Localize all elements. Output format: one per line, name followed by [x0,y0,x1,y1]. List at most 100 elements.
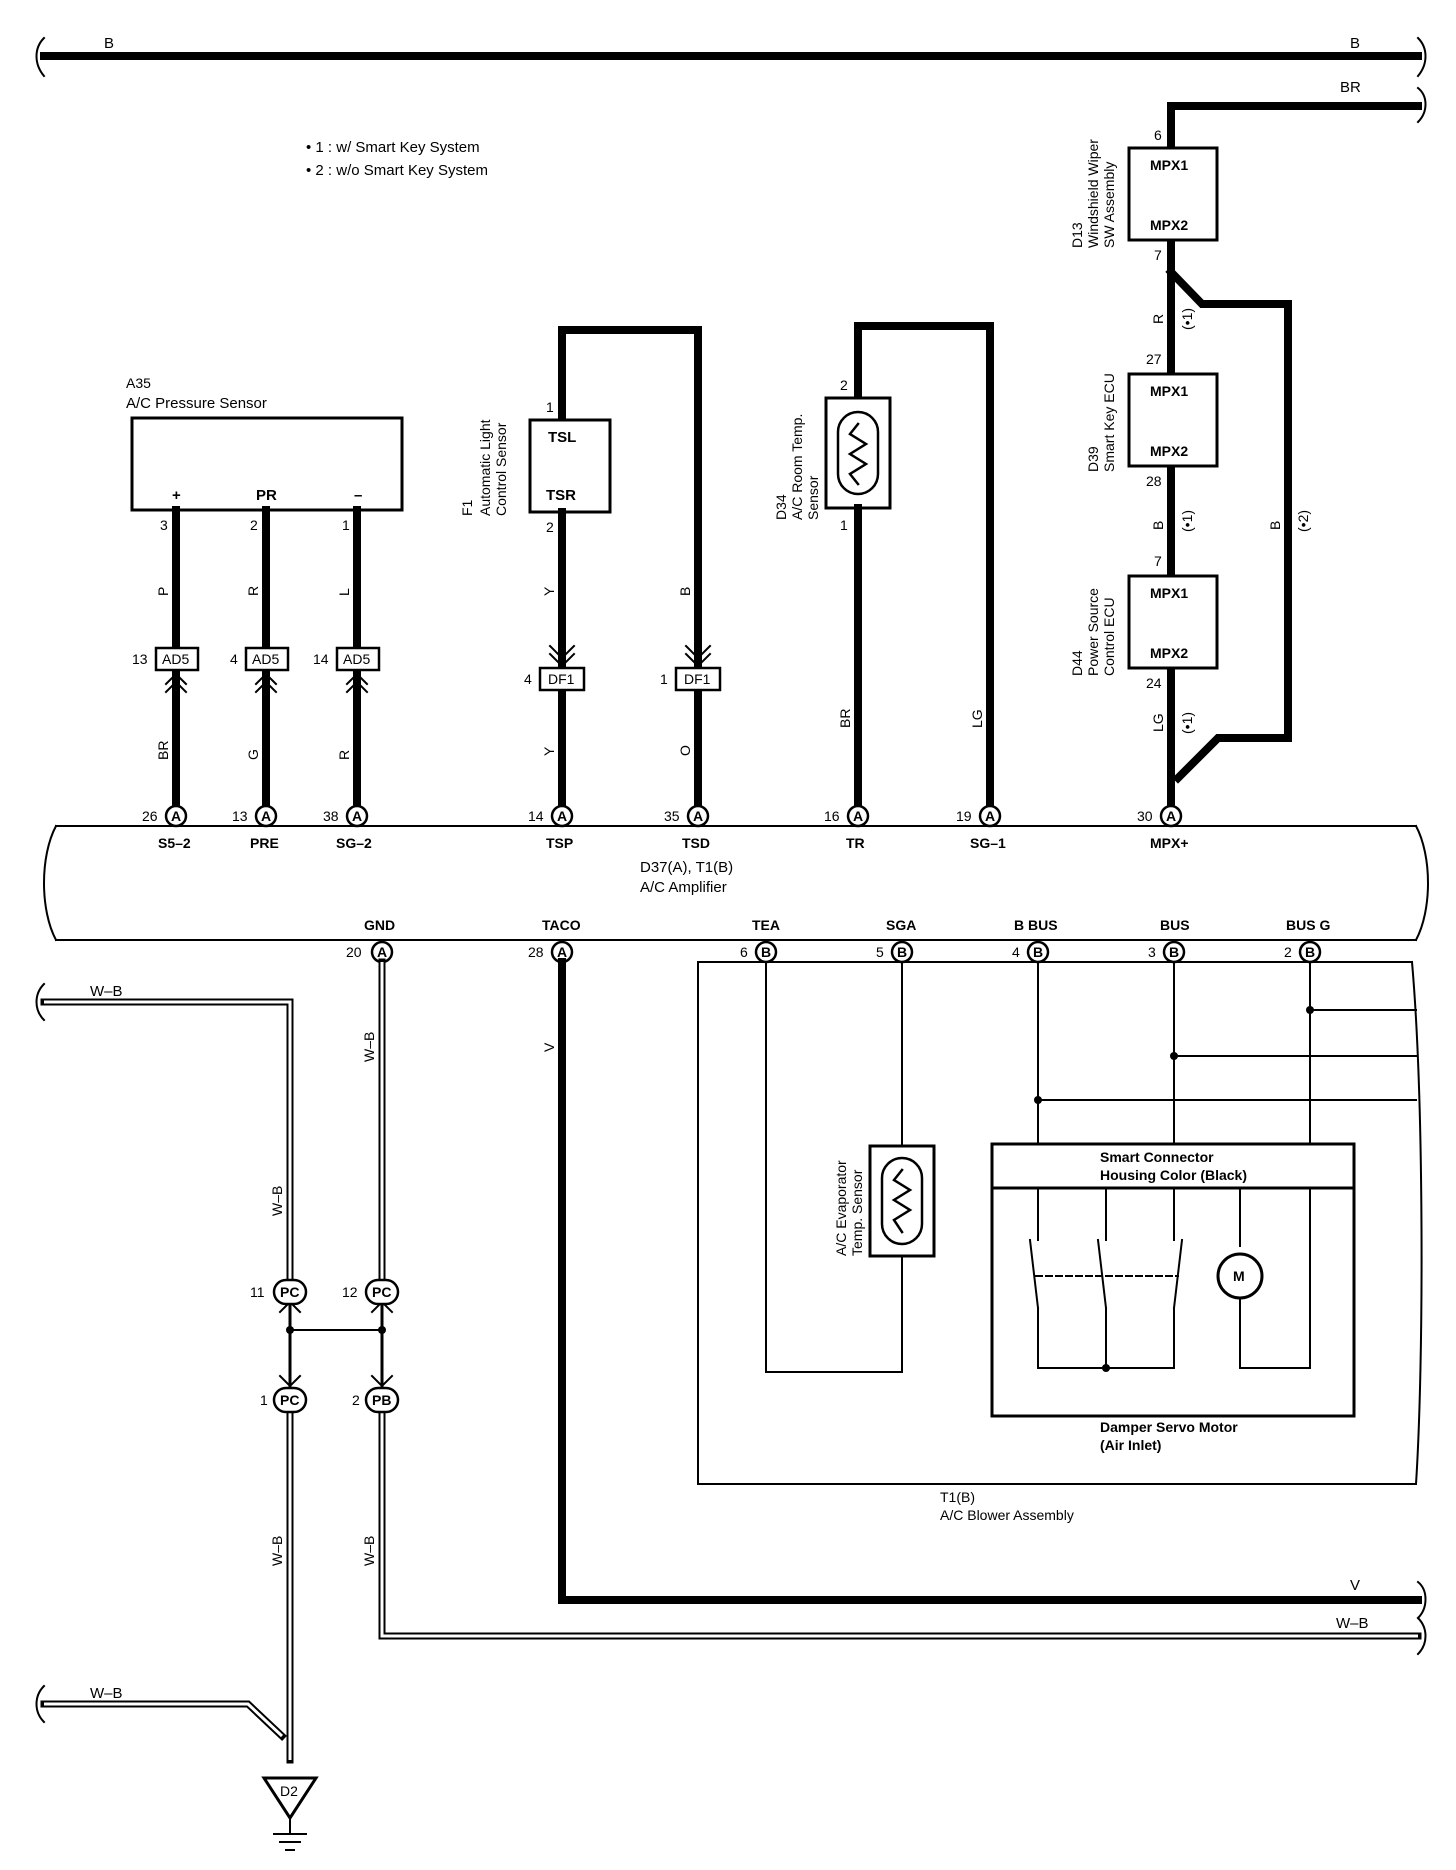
pin-mpx-num: 30 [1137,808,1153,824]
amplifier-outline [55,825,1417,941]
evap-name-line2: Temp. Sensor [849,1169,865,1256]
amplifier-bottom-pins: GND TACO TEA SGA B BUS BUS BUS G A A B B… [346,917,1330,964]
left-wb-label-top: W–B [90,983,123,1000]
a35-pin-label-plus: + [172,487,181,504]
df1-label-4: DF1 [548,671,575,687]
mpx-chain: MPX1 MPX2 MPX1 MPX2 MPX1 MPX2 6 7 27 28 … [1069,127,1311,816]
a35-pressure-sensor: A35 A/C Pressure Sensor + PR – 3 2 1 P R… [126,375,404,816]
ad5-connector-14 [335,646,381,672]
pin-bbus-num: 4 [1012,944,1020,960]
top-b-label-right: B [1350,35,1360,52]
pc11-num: 11 [250,1284,265,1300]
pin-tr-name: TR [846,835,865,851]
top-b-bus: B B [35,35,1427,78]
pin-sg-1-name: SG–1 [970,835,1006,851]
blower-line2: A/C Blower Assembly [940,1507,1074,1523]
mpx-wire-lg: LG [1150,713,1166,732]
a35-wire2-br: BR [155,741,171,760]
servo-splice-dot [1102,1364,1110,1372]
lower-left-wb-inner [44,1702,284,1738]
f1-id: F1 [459,499,475,516]
motor-label: M [1233,1268,1245,1284]
ad5-pinnum-14: 14 [313,651,329,667]
d13-mpx1: MPX1 [1150,157,1188,173]
f1-pin-tsr: 2 [546,519,554,535]
pin-bus-num: 3 [1148,944,1156,960]
mpx-note-1b: (•1) [1179,510,1195,532]
ad5-arrow-4 [254,672,278,694]
a35-wire-color-l: L [336,588,352,596]
ground-wiring: W–B W–B W–B W–B W–B W–B W–B PC PC PC PB … [35,958,1427,1851]
a35-wire-color-r: R [245,586,261,596]
v-bus-label: V [1350,1577,1360,1594]
f1-wire-y: Y [541,586,557,596]
evap-thermistor [880,1156,924,1246]
left-wb-break-top [35,982,46,1022]
smart-connector-line2: Housing Color (Black) [1100,1167,1247,1183]
pb2-connector [364,1386,400,1414]
pin-gnd-num: 20 [346,944,362,960]
pin-tsp-name: TSP [546,835,573,851]
d34-thermistor-zigzag [847,422,869,486]
df1-pinnum-1: 1 [660,671,668,687]
d13-mpx2: MPX2 [1150,217,1188,233]
mpx-note-2: (•2) [1295,510,1311,532]
wb-bottom-label: W–B [1336,1615,1369,1632]
left-wb-wire-inner [44,1000,292,1760]
pin-s5-2-connector [164,804,188,828]
pin-mpx-conn-letter: A [1166,808,1176,824]
pin-tsd-connector [686,804,710,828]
pin-s5-2-num: 26 [142,808,158,824]
motor-return-lead [1239,1187,1311,1369]
f1-pin-tsl: 1 [546,399,554,415]
taco-wire-v: V [541,1042,557,1052]
d34-sg1-wire [854,322,994,816]
d39-mpx1: MPX1 [1150,383,1188,399]
d13-pin7: 7 [1154,247,1162,263]
taco-v-wire: V V [541,958,1427,1620]
v-break [1416,1580,1427,1620]
pin-sg-1-connector [978,804,1002,828]
ad5-label-4: AD5 [252,651,279,667]
a35-pinnum-pr: 2 [250,517,258,533]
f1-tsd-loop-wire [558,326,702,664]
left-wire-wb-upper: W–B [269,1186,285,1216]
amplifier-top-pins: A A A A A A A A 26 13 38 14 35 16 19 30 … [142,804,1189,851]
ad5-arrow-13 [164,672,188,694]
pin-sg-1-conn-letter: A [985,808,995,824]
pc-arrows-bottom [278,1374,394,1388]
d34-wire-lg: LG [969,709,985,728]
pin-pre-num: 13 [232,808,248,824]
d2-label: D2 [280,1783,298,1799]
pin-tsp-conn-letter: A [557,808,567,824]
df1-arrow-1 [684,644,712,668]
f1-name-line2: Control Sensor [493,422,509,516]
pin-bbus-name: B BUS [1014,917,1058,933]
a35-box [130,416,404,512]
d44-box [1127,574,1219,670]
d44-name-line1: Power Source [1085,588,1101,676]
d34-room-temp-sensor: 2 1 D34 A/C Room Temp. Sensor BR LG [773,322,994,816]
pin-sga-conn-letter: B [897,944,907,960]
mpx-wire-r: R [1150,314,1166,324]
a35-wire2-r: R [336,750,352,760]
evap-sensor-wires [765,961,903,1373]
smart-connector-line1: Smart Connector [1100,1149,1214,1165]
pb2-label: PB [372,1392,391,1408]
ac-blower-assembly: T1(B) A/C Blower Assembly A/C Evaporator… [697,960,1423,1523]
left-wire-wb-lower: W–B [269,1536,285,1566]
a35-pin-label-pr: PR [256,487,277,504]
pin-tsd-num: 35 [664,808,680,824]
df1-label-1: DF1 [684,671,711,687]
f1-wire-b: B [677,587,693,596]
pin-s5-2-conn-letter: A [171,808,181,824]
ad5-label-13: AD5 [162,651,189,667]
pin-pre-connector [254,804,278,828]
pb2-num: 2 [352,1392,360,1408]
d34-pin-bottom: 1 [840,517,848,533]
gnd-wire-wb-lower: W–B [361,1536,377,1566]
ad5-pinnum-4: 4 [230,651,238,667]
pin-tr-connector [846,804,870,828]
pin-tsd-name: TSD [682,835,710,851]
